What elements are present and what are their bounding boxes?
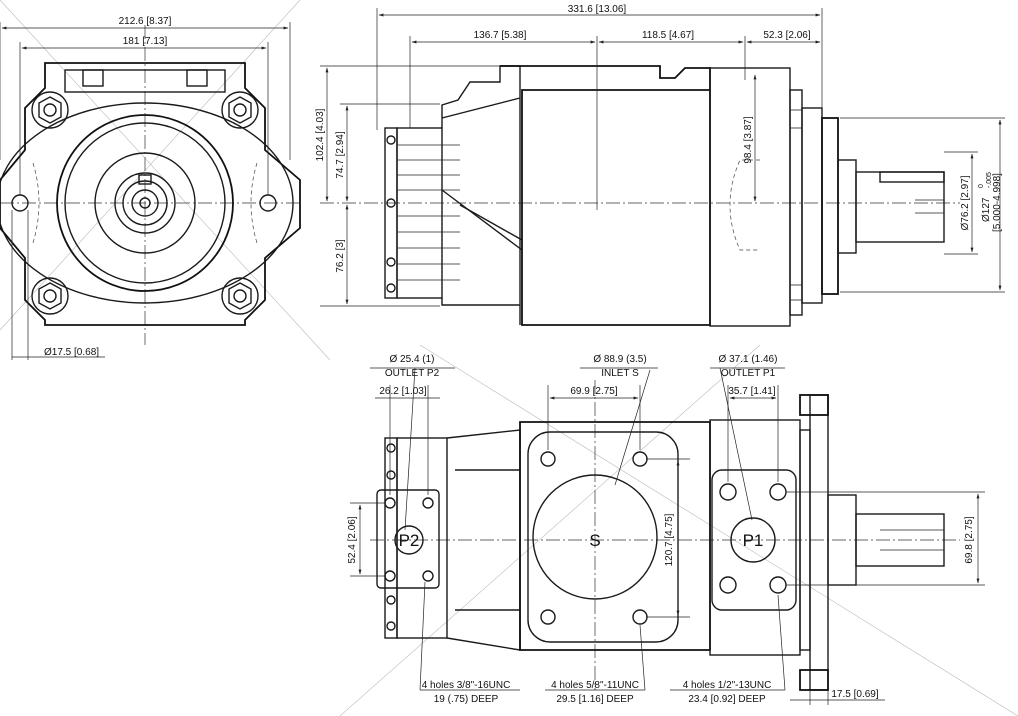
dim-overall-length: 331.6 [13.06] [568,4,627,15]
dim-p1-spacing: 35.7 [1.41] [728,386,775,397]
note-p2-depth: 19 (.75) DEEP [434,694,499,705]
dim-len-a: 136.7 [5.38] [474,30,527,41]
side-view [320,65,960,327]
dim-mount-hole-dia: Ø17.5 [0.68] [44,347,99,358]
dim-height-base: 76.2 [3] [335,239,346,273]
dim-height-total: 102.4 [4.03] [315,108,326,161]
side-dimensions [320,8,1005,307]
label-outlet-p2-dia: Ø 25.4 (1) [389,354,434,365]
dim-flange-thickness: 17.5 [0.69] [831,689,878,700]
dim-p2-spacing: 26.2 [1.03] [379,386,426,397]
port-p1-label: P1 [743,531,764,550]
dim-pilot-tol-upper: 0 [978,184,985,188]
dim-height-center: 98.4 [3.87] [743,116,754,163]
note-p2-holes: 4 holes 3/8"-16UNC [422,680,511,691]
note-p1-holes: 4 holes 1/2"-13UNC [683,680,772,691]
note-s-depth: 29.5 [1.16] DEEP [556,694,634,705]
label-outlet-p2: OUTLET P2 [385,368,440,379]
dim-len-b: 118.5 [4.67] [642,30,694,41]
label-outlet-p1: OUTLET P1 [721,368,776,379]
dim-pilot-dia: Ø127 [981,197,992,222]
dim-len-c: 52.3 [2.06] [763,30,810,41]
front-view [0,25,301,345]
label-inlet-dia: Ø 88.9 (3.5) [593,354,646,365]
note-s-holes: 4 holes 5/8"-11UNC [551,680,639,691]
dim-p2-vertical: 52.4 [2.06] [347,516,358,563]
bottom-dimensions [350,367,985,705]
port-s-label: S [589,531,600,550]
label-inlet: INLET S [601,368,639,379]
dim-bolt-spacing: 181 [7.13] [123,36,168,47]
label-outlet-p1-dia: Ø 37.1 (1.46) [719,354,778,365]
dim-height-p2: 74.7 [2.94] [335,131,346,178]
dim-shaft-dia: Ø76.2 [2.97] [960,175,971,230]
dim-pilot-dia-in: [5.000-4.998] [992,173,1003,232]
dim-pilot-tol-lower: -.005 [986,172,993,188]
port-p2-label: P2 [399,531,420,550]
dim-s-spacing: 69.9 [2.75] [570,386,617,397]
dim-s-vertical: 120.7 [4.75] [664,513,675,566]
note-p1-depth: 23.4 [0.92] DEEP [688,694,766,705]
dim-overall-width: 212.6 [8.37] [119,16,172,27]
front-dimensions [0,22,291,360]
dim-p1-vertical: 69.8 [2.75] [964,516,975,563]
